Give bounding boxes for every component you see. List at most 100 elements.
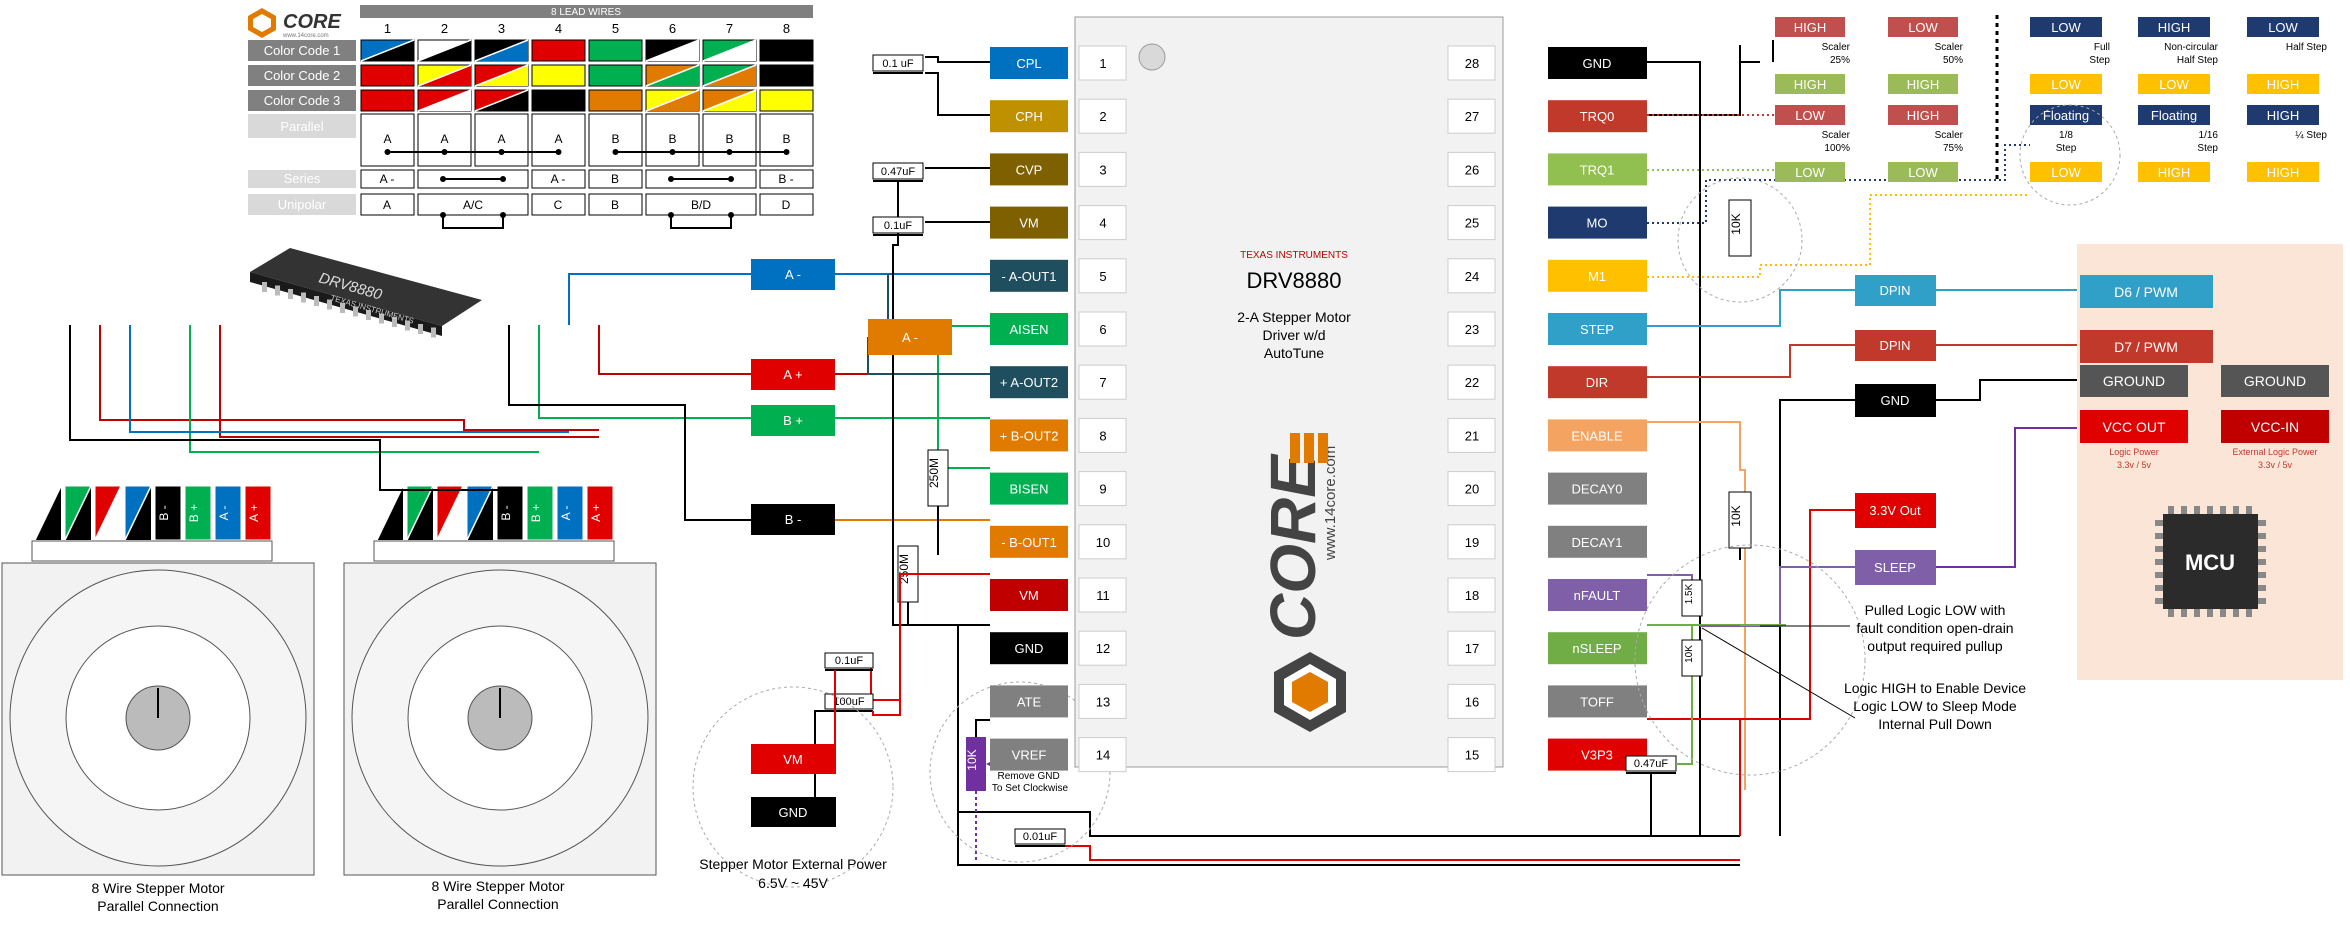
right-pin-number-box (1447, 471, 1496, 507)
right-pin-label (1548, 100, 1647, 133)
left-pin-name: + B-OUT2 (1000, 428, 1059, 443)
right-pin-number: 24 (1465, 269, 1479, 284)
right-pin-name: STEP (1580, 322, 1614, 337)
watermark-url: www.14core.com (1322, 446, 1339, 561)
left-pin-number: 12 (1096, 641, 1110, 656)
motor-caption: Parallel Connection (97, 898, 218, 914)
watermark-brand: CORE (1257, 453, 1329, 640)
left-pin-label (990, 738, 1068, 771)
torque-note: 50% (1943, 55, 1963, 66)
left-pin-number: 3 (1099, 162, 1106, 177)
right-pin-label (1548, 47, 1647, 79)
microstep-cell-m1 (2030, 74, 2102, 94)
cap-label: 0.1 uF (882, 58, 913, 70)
torque-cell-trq1 (1775, 162, 1845, 182)
microstep-cell-m0 (2030, 17, 2102, 37)
torque-value: LOW (1795, 165, 1825, 180)
left-pin-name: GND (1015, 641, 1044, 656)
left-pin-name: CPH (1015, 109, 1042, 124)
left-pin-label (990, 366, 1068, 399)
column-number: 6 (669, 21, 676, 36)
left-pin-name: - B-OUT1 (1001, 535, 1057, 550)
left-pin-number: 5 (1099, 269, 1106, 284)
microstep-value: HIGH (2267, 108, 2300, 123)
column-number: 4 (555, 21, 562, 36)
left-pin-number-box (1078, 151, 1127, 187)
unipolar-cell: A (383, 198, 391, 212)
mcu-vcc-in-label: VCC-IN (2251, 419, 2299, 435)
vcc-in-note: External Logic Power (2232, 447, 2317, 457)
left-pin-number-box (1078, 258, 1127, 294)
left-pin-label (990, 47, 1068, 79)
column-number: 1 (384, 21, 391, 36)
wire-color-cell (759, 89, 814, 112)
right-pin-name: MO (1587, 216, 1608, 231)
right-pin-number: 25 (1465, 216, 1479, 231)
microstep-note: ¼ Step (2295, 129, 2327, 141)
left-pin-number-box (1078, 311, 1127, 347)
right-pin-name: TRQ1 (1580, 162, 1615, 177)
ic-pin (340, 303, 345, 313)
torque-value: LOW (1795, 108, 1825, 123)
ic-pin (431, 327, 436, 338)
right-pin-number-box (1447, 258, 1496, 294)
torque-note: Scaler (1935, 130, 1964, 141)
column-number: 5 (612, 21, 619, 36)
right-pin-name: DECAY1 (1571, 535, 1622, 550)
right-pin-label (1548, 153, 1647, 186)
series-cell: A - (380, 172, 395, 186)
wire-color-cell (531, 39, 586, 62)
ic-pin (327, 299, 332, 310)
left-pin-number: 9 (1099, 482, 1106, 497)
torque-value: HIGH (1794, 20, 1827, 35)
right-pin-number: 21 (1465, 428, 1479, 443)
left-pin-number: 2 (1099, 109, 1106, 124)
mcu-ground2-label: GROUND (2244, 373, 2306, 389)
torque-value: HIGH (1907, 108, 1940, 123)
left-pin-name: + A-OUT2 (1000, 375, 1058, 390)
microstep-note: Step (2089, 55, 2110, 66)
motor-wire (184, 485, 212, 541)
right-pin-number: 17 (1465, 641, 1479, 656)
v33-out-label: 3.3V Out (1869, 503, 1921, 518)
right-pin-label (1548, 206, 1647, 239)
microstep-value: LOW (2159, 77, 2189, 92)
wire-color-cell (759, 39, 814, 62)
mcu-chip-label: MCU (2185, 550, 2235, 575)
torque-value: HIGH (1794, 77, 1827, 92)
microstep-note: Step (2197, 143, 2218, 154)
series-cell: B - (778, 172, 793, 186)
right-pin-name: ENABLE (1571, 428, 1623, 443)
unipolar-cell: A/C (463, 198, 483, 212)
chip-desc: AutoTune (1264, 345, 1324, 361)
right-pin-number: 15 (1465, 748, 1479, 763)
microstep-cell-m0 (2138, 105, 2210, 125)
right-pin-label (1548, 579, 1647, 611)
ic-pin (288, 289, 293, 299)
microstep-note: 1/16 (2199, 130, 2219, 141)
right-pin-number: 23 (1465, 322, 1479, 337)
a-minus-label: A - (785, 267, 801, 282)
wire-color-cell (588, 39, 643, 62)
torque-cell-trq0 (1888, 105, 1958, 125)
left-pin-number: 14 (1096, 748, 1110, 763)
motor-caption: Parallel Connection (437, 896, 558, 912)
torque-cell-trq1 (1888, 74, 1958, 94)
left-pin-label (990, 419, 1068, 452)
ic-pin (262, 282, 267, 292)
right-pin-number-box (1447, 630, 1496, 666)
b-minus-label: B - (785, 512, 802, 527)
motor-caption: 8 Wire Stepper Motor (431, 878, 564, 894)
left-pin-number-box (1078, 98, 1127, 134)
mcu-ground-label: GROUND (2103, 373, 2165, 389)
left-pin-number-box (1078, 577, 1127, 613)
motor-wire-label: B + (187, 504, 201, 522)
left-pin-number-box (1078, 524, 1127, 560)
parallel-cell-label: A (440, 132, 448, 146)
gnd-power-label: GND (779, 805, 808, 820)
right-pin-label (1548, 525, 1647, 558)
table-title: 8 LEAD WIRES (551, 7, 621, 18)
torque-cell-trq0 (1775, 17, 1845, 37)
core-logo: CORE www.14core.com (248, 8, 341, 39)
torque-cell-trq0 (1888, 17, 1958, 37)
